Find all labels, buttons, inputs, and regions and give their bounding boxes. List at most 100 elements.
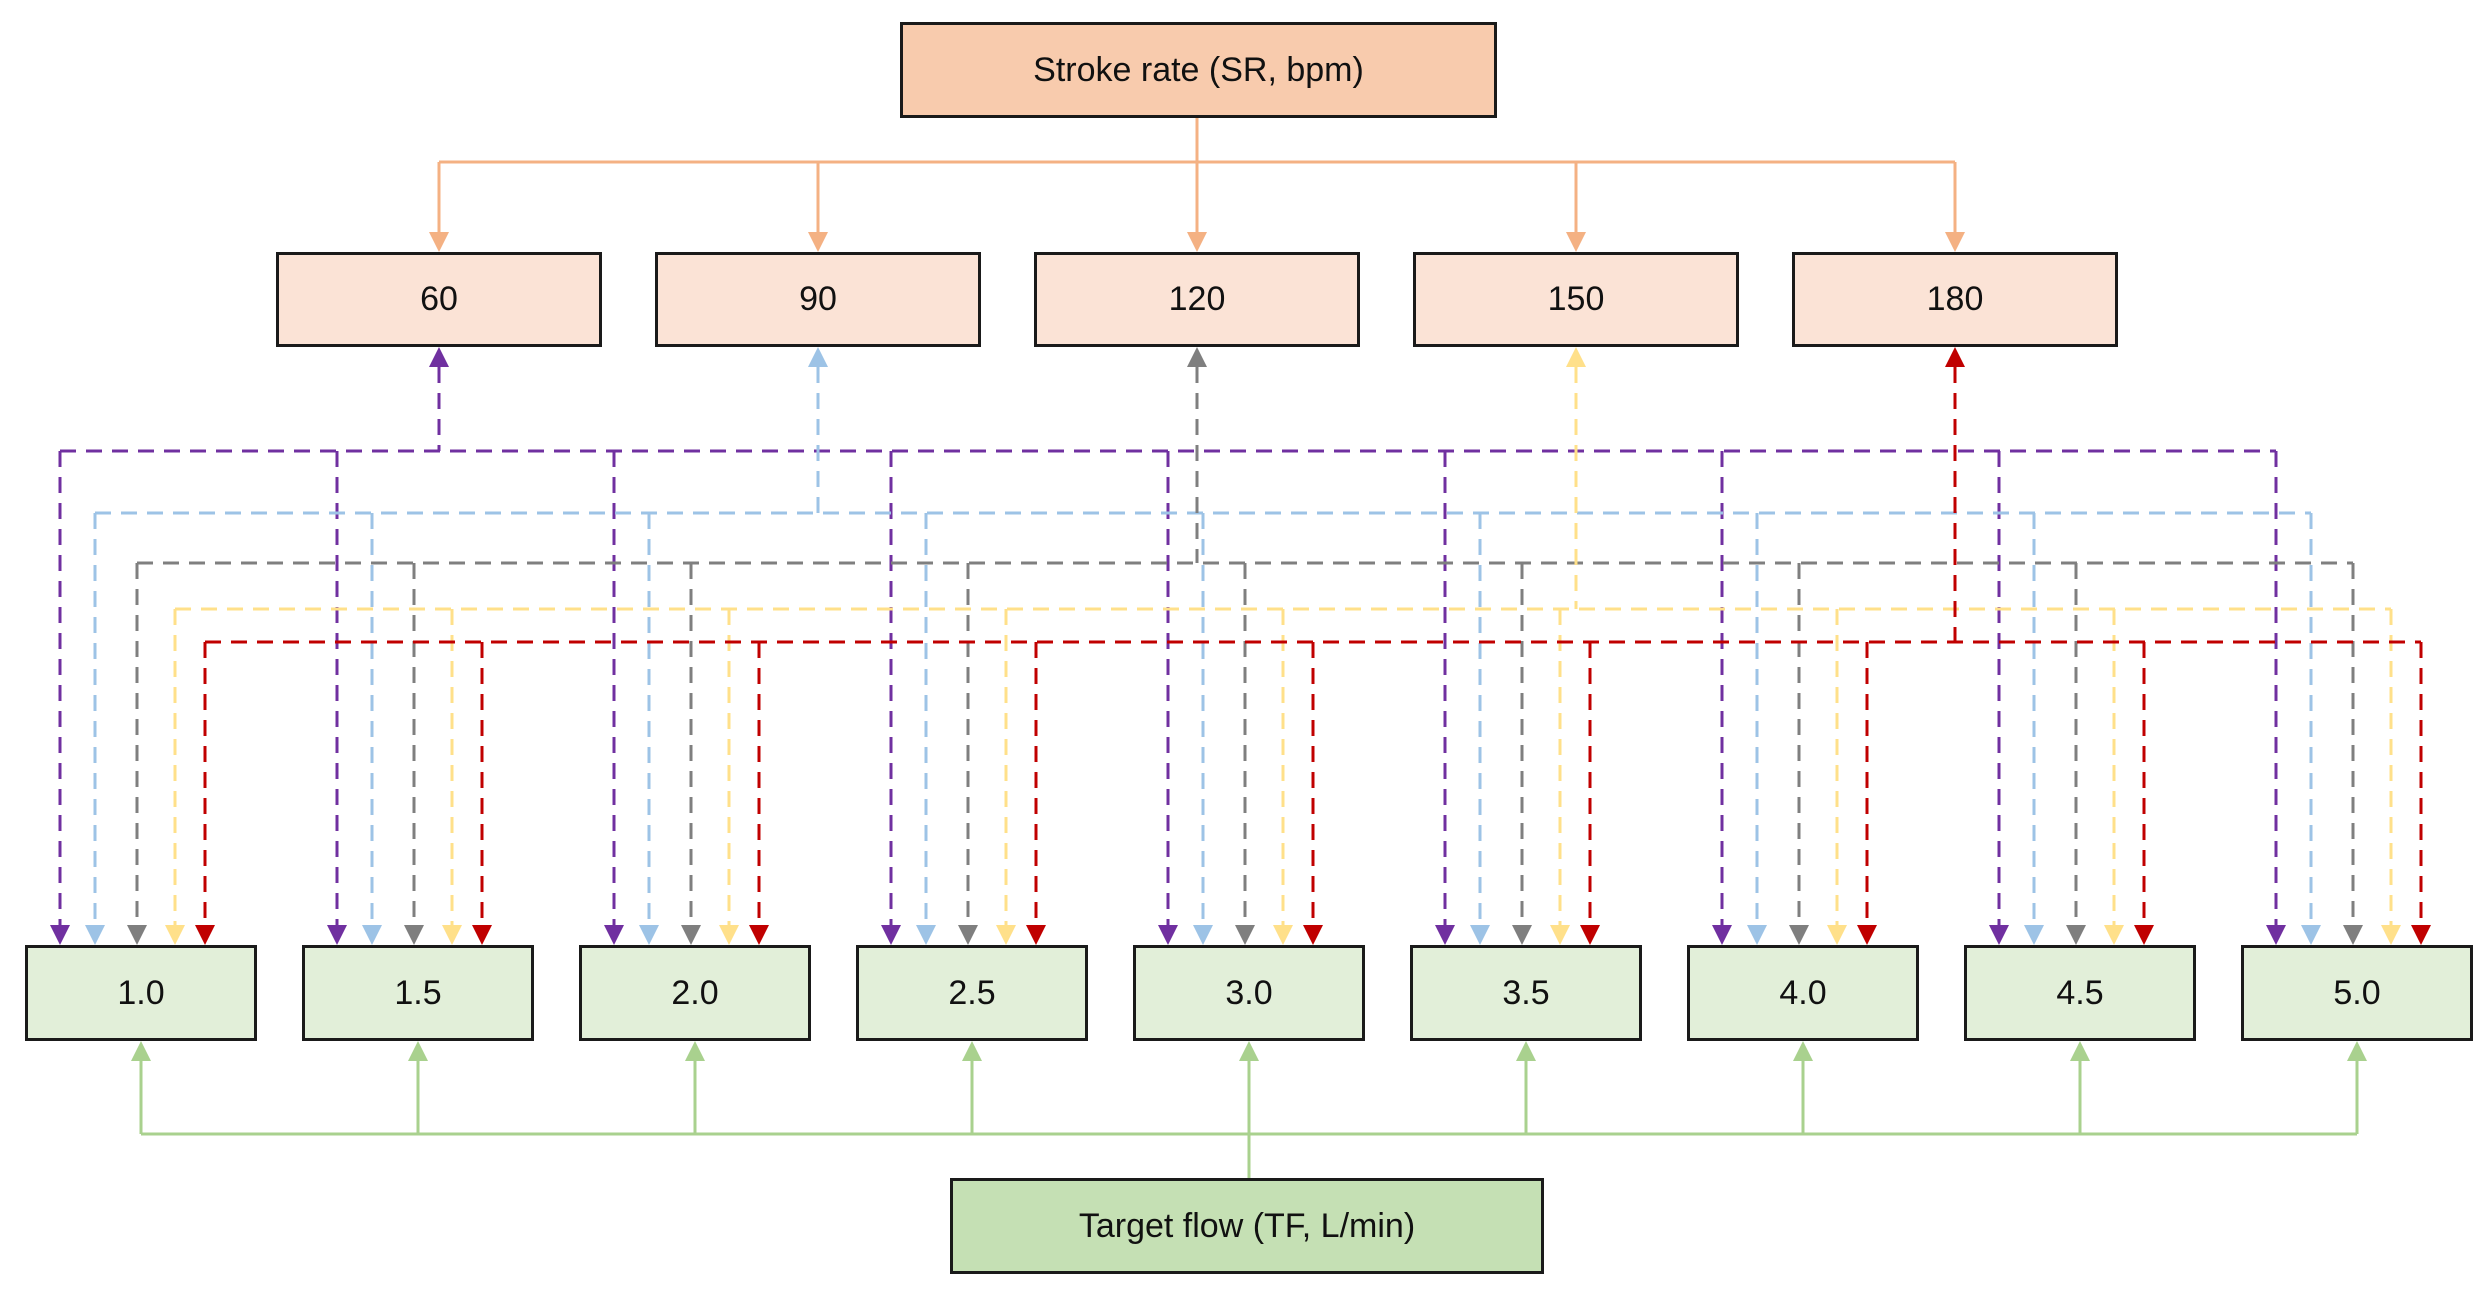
sr-value: 120 <box>1168 280 1226 318</box>
tf-link-arrow <box>639 925 659 945</box>
tf-link-arrow <box>1026 925 1046 945</box>
sr-tf-link-1 <box>58 367 2278 925</box>
tf-link-arrow <box>1470 925 1490 945</box>
tf-tree-arrow <box>685 1041 705 1061</box>
tf-value: 1.0 <box>117 973 165 1012</box>
tf-link-arrow <box>1303 925 1323 945</box>
tf-link-arrow <box>1235 925 1255 945</box>
tf-link-arrow <box>442 925 462 945</box>
tf-box-3-5: 3.5 <box>1410 945 1642 1041</box>
tf-link-arrow <box>2024 925 2044 945</box>
tf-link-arrow <box>362 925 382 945</box>
tf-link-arrow <box>2066 925 2086 945</box>
tf-link-arrow <box>2134 925 2154 945</box>
sr-link-arrow <box>1187 347 1207 367</box>
tf-tree-arrow <box>1239 1041 1259 1061</box>
sr-value: 60 <box>420 280 458 318</box>
tf-link-arrow <box>2343 925 2363 945</box>
sr-tf-link-4 <box>173 367 2393 925</box>
tf-link-arrow <box>127 925 147 945</box>
tf-tree-arrow <box>1793 1041 1813 1061</box>
sr-tf-link-5 <box>203 367 2423 925</box>
sr-box-60: 60 <box>276 252 602 347</box>
tf-link-arrow <box>1789 925 1809 945</box>
sr-value: 150 <box>1547 280 1605 318</box>
sr-link-arrow <box>808 347 828 367</box>
tf-link-arrow <box>681 925 701 945</box>
tf-value: 4.0 <box>1779 973 1827 1012</box>
sr-box-90: 90 <box>655 252 981 347</box>
tf-box-4-5: 4.5 <box>1964 945 2196 1041</box>
tf-link-arrow <box>604 925 624 945</box>
tf-link-arrow <box>719 925 739 945</box>
tf-box-4-0: 4.0 <box>1687 945 1919 1041</box>
stroke-rate-title: Stroke rate (SR, bpm) <box>1033 50 1364 89</box>
tf-box-2-0: 2.0 <box>579 945 811 1041</box>
tf-link-arrow <box>1857 925 1877 945</box>
tf-link-arrow <box>165 925 185 945</box>
sr-tree-arrow <box>808 232 828 252</box>
tf-link-arrow <box>1989 925 2009 945</box>
tf-value: 5.0 <box>2333 973 2381 1012</box>
tf-link-arrow <box>1827 925 1847 945</box>
tf-link-arrow <box>1580 925 1600 945</box>
tf-tree-arrow <box>131 1041 151 1061</box>
sr-box-180: 180 <box>1792 252 2118 347</box>
tf-tree-arrow <box>962 1041 982 1061</box>
tf-link-arrow <box>916 925 936 945</box>
sr-tree-arrow <box>429 232 449 252</box>
tf-box-5-0: 5.0 <box>2241 945 2473 1041</box>
sr-link-arrow <box>429 347 449 367</box>
tf-link-arrow <box>2301 925 2321 945</box>
sr-tree-arrow <box>1945 232 1965 252</box>
tf-value: 1.5 <box>394 973 442 1012</box>
sr-tf-link-3 <box>135 367 2355 925</box>
tf-link-arrow <box>996 925 1016 945</box>
sr-tree-line <box>439 118 1955 164</box>
tf-link-arrow <box>1712 925 1732 945</box>
sr-tf-link-2 <box>93 367 2313 925</box>
tf-link-arrow <box>327 925 347 945</box>
sr-box-120: 120 <box>1034 252 1360 347</box>
tf-link-arrow <box>1512 925 1532 945</box>
tf-link-arrow <box>1550 925 1570 945</box>
stroke-rate-title-box: Stroke rate (SR, bpm) <box>900 22 1497 118</box>
tf-link-arrow <box>1747 925 1767 945</box>
tf-link-arrow <box>1273 925 1293 945</box>
tf-link-arrow <box>1158 925 1178 945</box>
sr-tree-arrow <box>1566 232 1586 252</box>
tf-tree-arrow <box>2347 1041 2367 1061</box>
tf-link-arrow <box>958 925 978 945</box>
sr-value: 180 <box>1926 280 1984 318</box>
tf-link-arrow <box>195 925 215 945</box>
tf-link-arrow <box>2266 925 2286 945</box>
tf-tree-line <box>141 1132 2357 1178</box>
tf-link-arrow <box>404 925 424 945</box>
tf-box-1-0: 1.0 <box>25 945 257 1041</box>
tf-link-arrow <box>85 925 105 945</box>
tf-link-arrow <box>1435 925 1455 945</box>
tf-link-arrow <box>881 925 901 945</box>
tf-link-arrow <box>50 925 70 945</box>
tf-link-arrow <box>749 925 769 945</box>
tf-link-arrow <box>1193 925 1213 945</box>
tf-link-arrow <box>2381 925 2401 945</box>
sr-value: 90 <box>799 280 837 318</box>
sr-box-150: 150 <box>1413 252 1739 347</box>
tf-link-arrow <box>472 925 492 945</box>
tf-tree-arrow <box>408 1041 428 1061</box>
tf-box-1-5: 1.5 <box>302 945 534 1041</box>
tf-value: 2.0 <box>671 973 719 1012</box>
tf-link-arrow <box>2411 925 2431 945</box>
target-flow-title: Target flow (TF, L/min) <box>1078 1206 1416 1245</box>
tf-tree-arrow <box>1516 1041 1536 1061</box>
sr-link-arrow <box>1566 347 1586 367</box>
sr-tree-arrow <box>1187 232 1207 252</box>
tf-value: 2.5 <box>948 973 996 1012</box>
tf-value: 4.5 <box>2056 973 2104 1012</box>
tf-box-3-0: 3.0 <box>1133 945 1365 1041</box>
target-flow-title-box: Target flow (TF, L/min) <box>950 1178 1544 1274</box>
tf-tree-arrow <box>2070 1041 2090 1061</box>
